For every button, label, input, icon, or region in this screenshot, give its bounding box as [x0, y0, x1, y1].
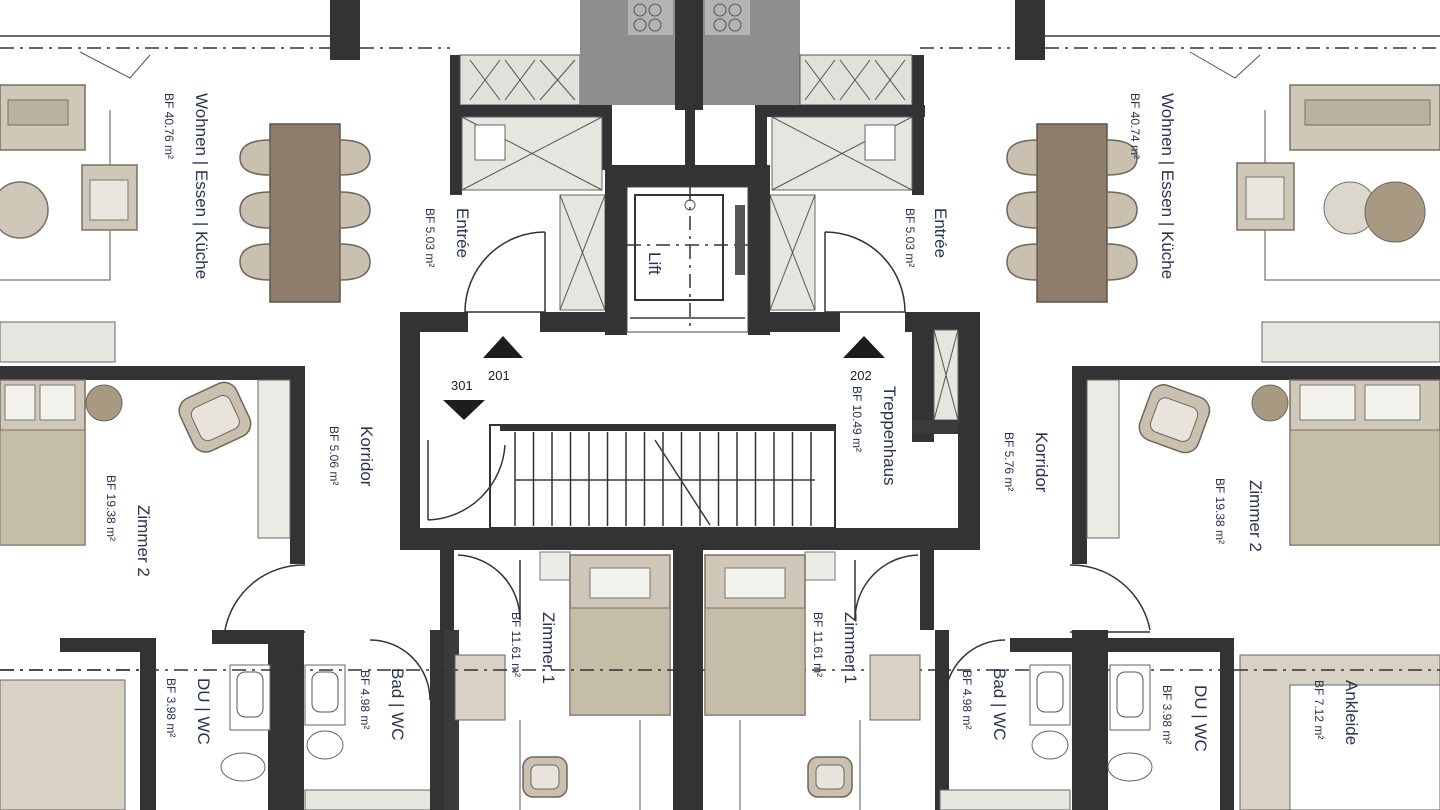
- room-area-left-zimmer2: BF 19.38 m²: [104, 475, 118, 541]
- room-area-right-du: BF 3.98 m²: [1160, 685, 1174, 744]
- room-name-left-wohnen: Wohnen | Essen | Küche: [192, 93, 211, 279]
- stairwell: [400, 312, 980, 550]
- room-name-left-zimmer2: Zimmer 2: [134, 505, 153, 577]
- room-name-right-zimmer2: Zimmer 2: [1246, 480, 1265, 552]
- room-area-right-korridor: BF 5.76 m²: [1002, 432, 1016, 491]
- room-name-treppenhaus: Treppenhaus: [880, 386, 899, 486]
- entree-wardrobes: [461, 116, 913, 311]
- room-name-left-bad: Bad | WC: [388, 668, 407, 740]
- up-arrow-icon: [843, 336, 885, 358]
- room-area-left-korridor: BF 5.06 m²: [327, 426, 341, 485]
- left-living-area: [0, 84, 371, 363]
- apt-number-201: 201: [488, 368, 510, 383]
- room-area-treppenhaus: BF 10.49 m²: [850, 386, 864, 452]
- room-name-right-bad: Bad | WC: [990, 668, 1009, 740]
- room-name-right-entree: Entrée: [931, 208, 950, 258]
- room-area-left-entree: BF 5.03 m²: [423, 208, 437, 267]
- up-arrow-icon: [483, 336, 523, 358]
- room-area-right-zimmer2: BF 19.38 m²: [1213, 478, 1227, 544]
- room-area-right-wohnen: BF 40.74 m²: [1128, 93, 1142, 159]
- top-balcony-band: [0, 0, 1440, 79]
- room-labels: Wohnen | Essen | Küche BF 40.76 m² Wohne…: [104, 93, 1361, 752]
- left-bath-block: [0, 630, 444, 810]
- right-zimmer2: [1069, 366, 1440, 633]
- room-area-right-entree: BF 5.03 m²: [903, 208, 917, 267]
- left-zimmer2: [0, 366, 306, 633]
- lift-label: Lift: [645, 252, 664, 275]
- room-name-right-du: DU | WC: [1191, 685, 1210, 752]
- room-name-left-du: DU | WC: [194, 678, 213, 745]
- room-name-right-zimmer1: Zimmer 1: [841, 612, 860, 684]
- right-living-area: [1006, 84, 1440, 363]
- apt-number-202: 202: [850, 368, 872, 383]
- room-name-ankleide: Ankleide: [1342, 680, 1361, 745]
- room-name-right-korridor: Korridor: [1032, 432, 1051, 493]
- down-arrow-icon: [443, 400, 485, 420]
- dining-chairs-right: [1006, 139, 1138, 281]
- room-name-left-zimmer1: Zimmer 1: [539, 612, 558, 684]
- room-name-left-entree: Entrée: [453, 208, 472, 258]
- right-bath-block: [935, 630, 1440, 810]
- entree-doors: [464, 231, 906, 313]
- room-area-right-zimmer1: BF 11.61 m²: [811, 612, 825, 677]
- lift-shaft: Lift: [605, 165, 770, 335]
- right-zimmer1: [704, 548, 934, 810]
- room-area-right-bad: BF 4.98 m²: [960, 670, 974, 729]
- room-name-left-korridor: Korridor: [357, 426, 376, 487]
- left-zimmer1: [440, 548, 671, 810]
- top-kitchen-cabinets: [450, 0, 925, 195]
- room-name-right-wohnen: Wohnen | Essen | Küche: [1158, 93, 1177, 279]
- stair-markers: 201 301 202: [443, 336, 885, 420]
- apt-number-301: 301: [451, 378, 473, 393]
- room-area-ankleide: BF 7.12 m²: [1312, 680, 1326, 739]
- room-area-left-zimmer1: BF 11.61 m²: [509, 612, 523, 677]
- room-area-left-du: BF 3.98 m²: [164, 678, 178, 737]
- room-area-left-wohnen: BF 40.76 m²: [162, 93, 176, 159]
- stair-steps: [514, 432, 812, 526]
- dining-chairs-left: [239, 139, 371, 281]
- room-area-left-bad: BF 4.98 m²: [358, 670, 372, 729]
